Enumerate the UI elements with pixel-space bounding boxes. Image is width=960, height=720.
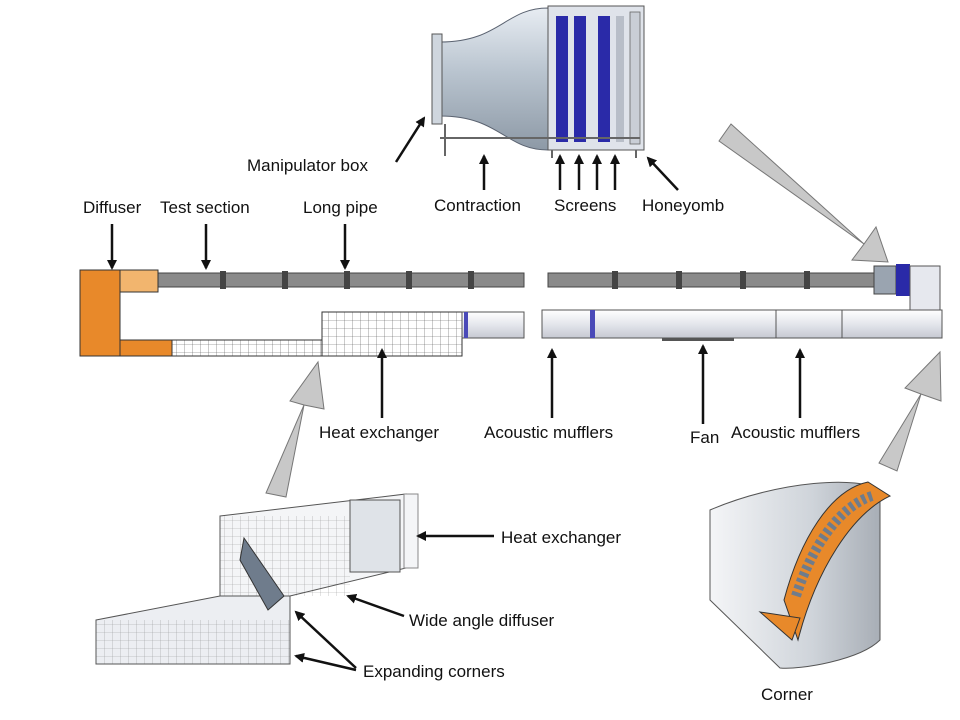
corner-detail-drawing <box>709 481 892 669</box>
label-wide-angle-diffuser: Wide angle diffuser <box>409 611 555 630</box>
label-expanding-corners: Expanding corners <box>363 662 505 681</box>
label-fan: Fan <box>690 428 720 447</box>
heat-exchanger-detail-drawing <box>95 493 419 665</box>
label-contraction: Contraction <box>434 196 521 215</box>
arrow-honeycomb <box>646 156 679 191</box>
pointer-arrows <box>107 116 805 672</box>
label-long-pipe: Long pipe <box>303 198 378 217</box>
callout-arrow-top-right <box>718 123 889 263</box>
settling-chamber-drawing <box>431 5 645 158</box>
arrow-expanding-corner-1 <box>294 610 357 669</box>
arrow-manipulator <box>394 116 426 163</box>
label-test-section: Test section <box>160 198 250 217</box>
label-manipulator-box: Manipulator box <box>247 156 368 175</box>
label-honeycomb: Honeyomb <box>642 196 725 215</box>
label-detail-heat-exchanger: Heat exchanger <box>501 528 622 547</box>
label-heat-exchanger: Heat exchanger <box>319 423 440 442</box>
callout-arrow-right <box>878 350 942 472</box>
arrow-wide-diffuser <box>346 593 405 618</box>
callout-arrows <box>265 123 942 498</box>
label-corner: Corner <box>761 685 813 704</box>
label-acoustic-mufflers-1: Acoustic mufflers <box>484 423 614 442</box>
callout-arrow-left <box>265 360 325 498</box>
label-screens: Screens <box>554 196 617 215</box>
label-acoustic-mufflers-2: Acoustic mufflers <box>731 423 861 442</box>
arrow-expanding-corner-2 <box>294 652 357 672</box>
tunnel-loop-drawing <box>79 264 943 357</box>
label-diffuser: Diffuser <box>83 198 142 217</box>
